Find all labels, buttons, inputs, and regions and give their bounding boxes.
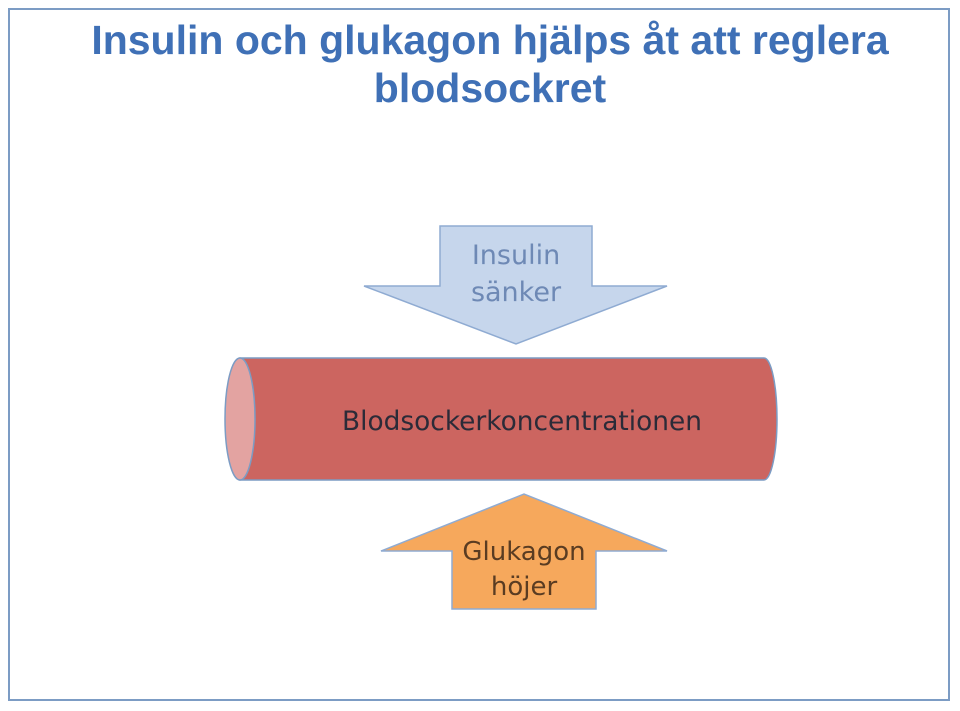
insulin-arrow-shape xyxy=(363,225,668,345)
insulin-label-line-2: sänker xyxy=(471,277,562,308)
cylinder-end-cap xyxy=(224,357,256,481)
title-line-2: blodsockret xyxy=(373,65,607,111)
glucagon-arrow-shape xyxy=(380,493,668,610)
glucagon-arrow: Glukagon höjer xyxy=(380,493,668,610)
blood-sugar-cylinder: Blodsockerkoncentrationen xyxy=(224,357,778,481)
title-line-1: Insulin och glukagon hjälps åt att regle… xyxy=(91,17,889,63)
glucagon-label-line-2: höjer xyxy=(491,572,558,602)
slide-title: Insulin och glukagon hjälps åt att regle… xyxy=(60,16,920,112)
insulin-label-line-1: Insulin xyxy=(472,240,560,271)
insulin-arrow: Insulin sänker xyxy=(363,225,668,345)
cylinder-body xyxy=(239,357,778,481)
glucagon-label-line-1: Glukagon xyxy=(462,537,585,567)
cylinder-label: Blodsockerkoncentrationen xyxy=(342,406,702,437)
slide-frame xyxy=(8,8,950,701)
